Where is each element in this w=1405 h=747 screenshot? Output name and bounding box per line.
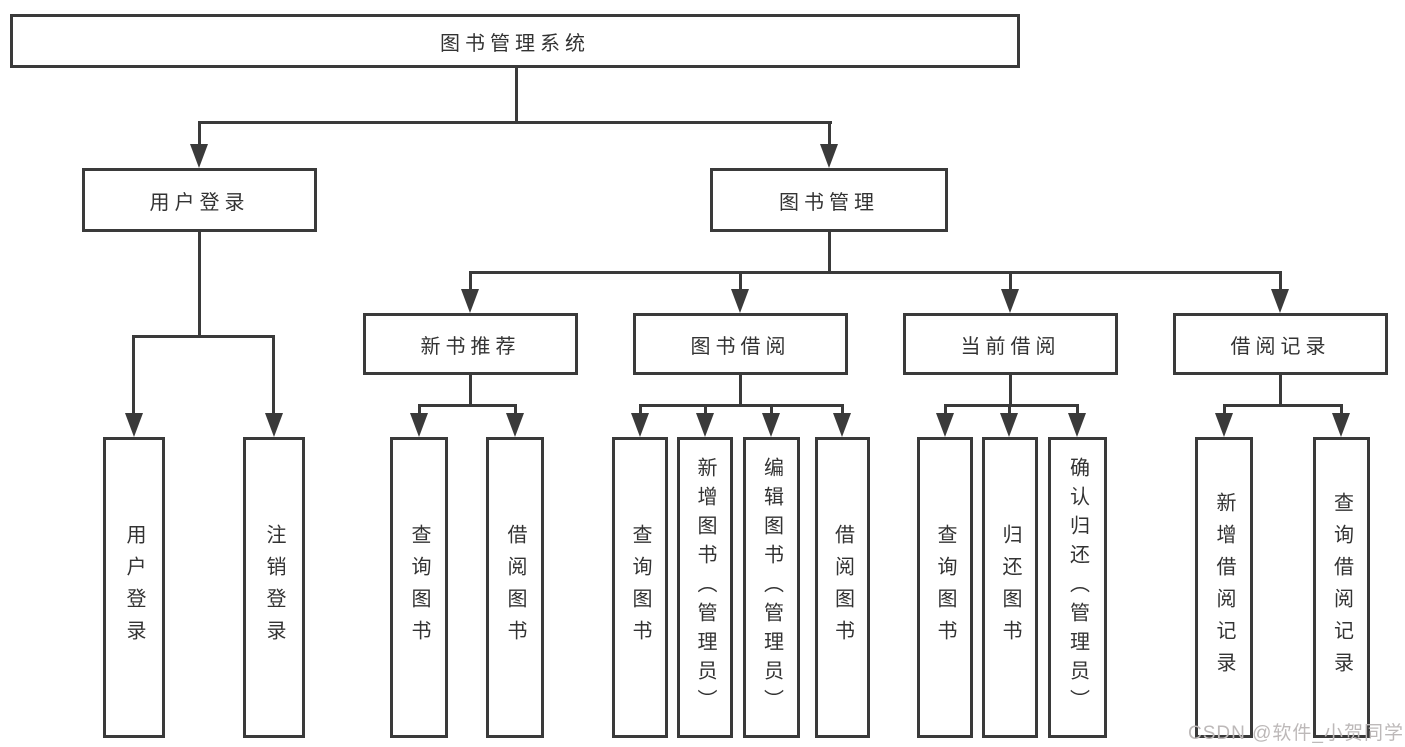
connector-line xyxy=(132,335,135,415)
leaf-label: 查询图书 xyxy=(934,523,956,652)
connector-line xyxy=(639,404,842,407)
connector-line xyxy=(1076,404,1079,415)
leaf-label: 查询借阅记录 xyxy=(1330,491,1353,684)
arrow-down-icon xyxy=(936,413,954,437)
connector-line xyxy=(198,121,832,124)
arrow-down-icon xyxy=(833,413,851,437)
connector-line xyxy=(1009,375,1012,406)
connector-line xyxy=(828,121,831,147)
connector-line xyxy=(1279,271,1282,291)
arrow-down-icon xyxy=(631,413,649,437)
leaf-label: 编辑图书（管理员） xyxy=(760,457,783,718)
node-book-borrowing: 图书借阅 xyxy=(633,313,848,375)
node-library-system: 图书管理系统 xyxy=(10,14,1020,68)
arrow-down-icon xyxy=(696,413,714,437)
connector-line xyxy=(469,375,472,406)
connector-line xyxy=(469,271,472,291)
leaf-label: 归还图书 xyxy=(999,523,1021,652)
leaf-logout: 注销登录 xyxy=(243,437,305,738)
leaf-confirm-return-admin: 确认归还（管理员） xyxy=(1048,437,1107,738)
arrow-down-icon xyxy=(1215,413,1233,437)
connector-line xyxy=(1279,375,1282,406)
connector-line xyxy=(1223,404,1226,415)
connector-line xyxy=(704,404,707,415)
connector-line xyxy=(770,404,773,415)
connector-line xyxy=(1340,404,1343,415)
arrow-down-icon xyxy=(1332,413,1350,437)
arrow-down-icon xyxy=(820,144,838,168)
connector-line xyxy=(739,375,742,406)
leaf-query-books-recommend: 查询图书 xyxy=(390,437,448,738)
arrow-down-icon xyxy=(461,289,479,313)
arrow-down-icon xyxy=(1000,413,1018,437)
connector-line xyxy=(1223,404,1341,407)
node-borrowing-records: 借阅记录 xyxy=(1173,313,1388,375)
arrow-down-icon xyxy=(506,413,524,437)
leaf-label: 用户登录 xyxy=(123,523,145,652)
connector-line xyxy=(1009,271,1012,291)
node-current-borrowing: 当前借阅 xyxy=(903,313,1118,375)
connector-line xyxy=(1008,404,1011,415)
csdn-watermark: CSDN @软件_小贺同学 xyxy=(1188,723,1404,744)
arrow-down-icon xyxy=(1001,289,1019,313)
connector-line xyxy=(198,232,201,337)
connector-line xyxy=(418,404,516,407)
connector-line xyxy=(944,404,947,415)
leaf-return-books: 归还图书 xyxy=(982,437,1038,738)
leaf-add-borrow-record: 新增借阅记录 xyxy=(1195,437,1253,738)
leaf-add-books-admin: 新增图书（管理员） xyxy=(677,437,733,738)
leaf-borrow-books: 借阅图书 xyxy=(815,437,870,738)
leaf-label: 借阅图书 xyxy=(831,523,854,652)
arrow-down-icon xyxy=(1068,413,1086,437)
connector-line xyxy=(514,404,517,415)
connector-line xyxy=(133,335,275,338)
arrow-down-icon xyxy=(1271,289,1289,313)
arrow-down-icon xyxy=(125,413,143,437)
connector-line xyxy=(272,335,275,415)
leaf-query-borrow-record: 查询借阅记录 xyxy=(1313,437,1370,738)
leaf-user-login: 用户登录 xyxy=(103,437,165,738)
connector-line xyxy=(639,404,642,415)
node-user-login: 用户登录 xyxy=(82,168,317,232)
leaf-label: 查询图书 xyxy=(408,523,430,652)
leaf-label: 借阅图书 xyxy=(504,523,526,652)
arrow-down-icon xyxy=(190,144,208,168)
leaf-label: 新增图书（管理员） xyxy=(694,457,716,718)
leaf-label: 确认归还（管理员） xyxy=(1066,457,1089,718)
leaf-edit-books-admin: 编辑图书（管理员） xyxy=(743,437,800,738)
leaf-borrow-books-recommend: 借阅图书 xyxy=(486,437,544,738)
connector-line xyxy=(841,404,844,415)
leaf-query-books-borrowing: 查询图书 xyxy=(612,437,668,738)
connector-line xyxy=(515,68,518,124)
leaf-query-books-current: 查询图书 xyxy=(917,437,973,738)
node-book-management: 图书管理 xyxy=(710,168,948,232)
arrow-down-icon xyxy=(265,413,283,437)
connector-line xyxy=(739,271,742,291)
connector-line xyxy=(198,121,201,147)
arrow-down-icon xyxy=(731,289,749,313)
arrow-down-icon xyxy=(762,413,780,437)
node-new-book-recommend: 新书推荐 xyxy=(363,313,578,375)
connector-line xyxy=(828,232,831,273)
leaf-label: 查询图书 xyxy=(629,523,651,652)
arrow-down-icon xyxy=(410,413,428,437)
connector-line xyxy=(418,404,421,415)
connector-line xyxy=(469,271,1282,274)
leaf-label: 注销登录 xyxy=(263,523,285,652)
leaf-label: 新增借阅记录 xyxy=(1213,491,1235,684)
